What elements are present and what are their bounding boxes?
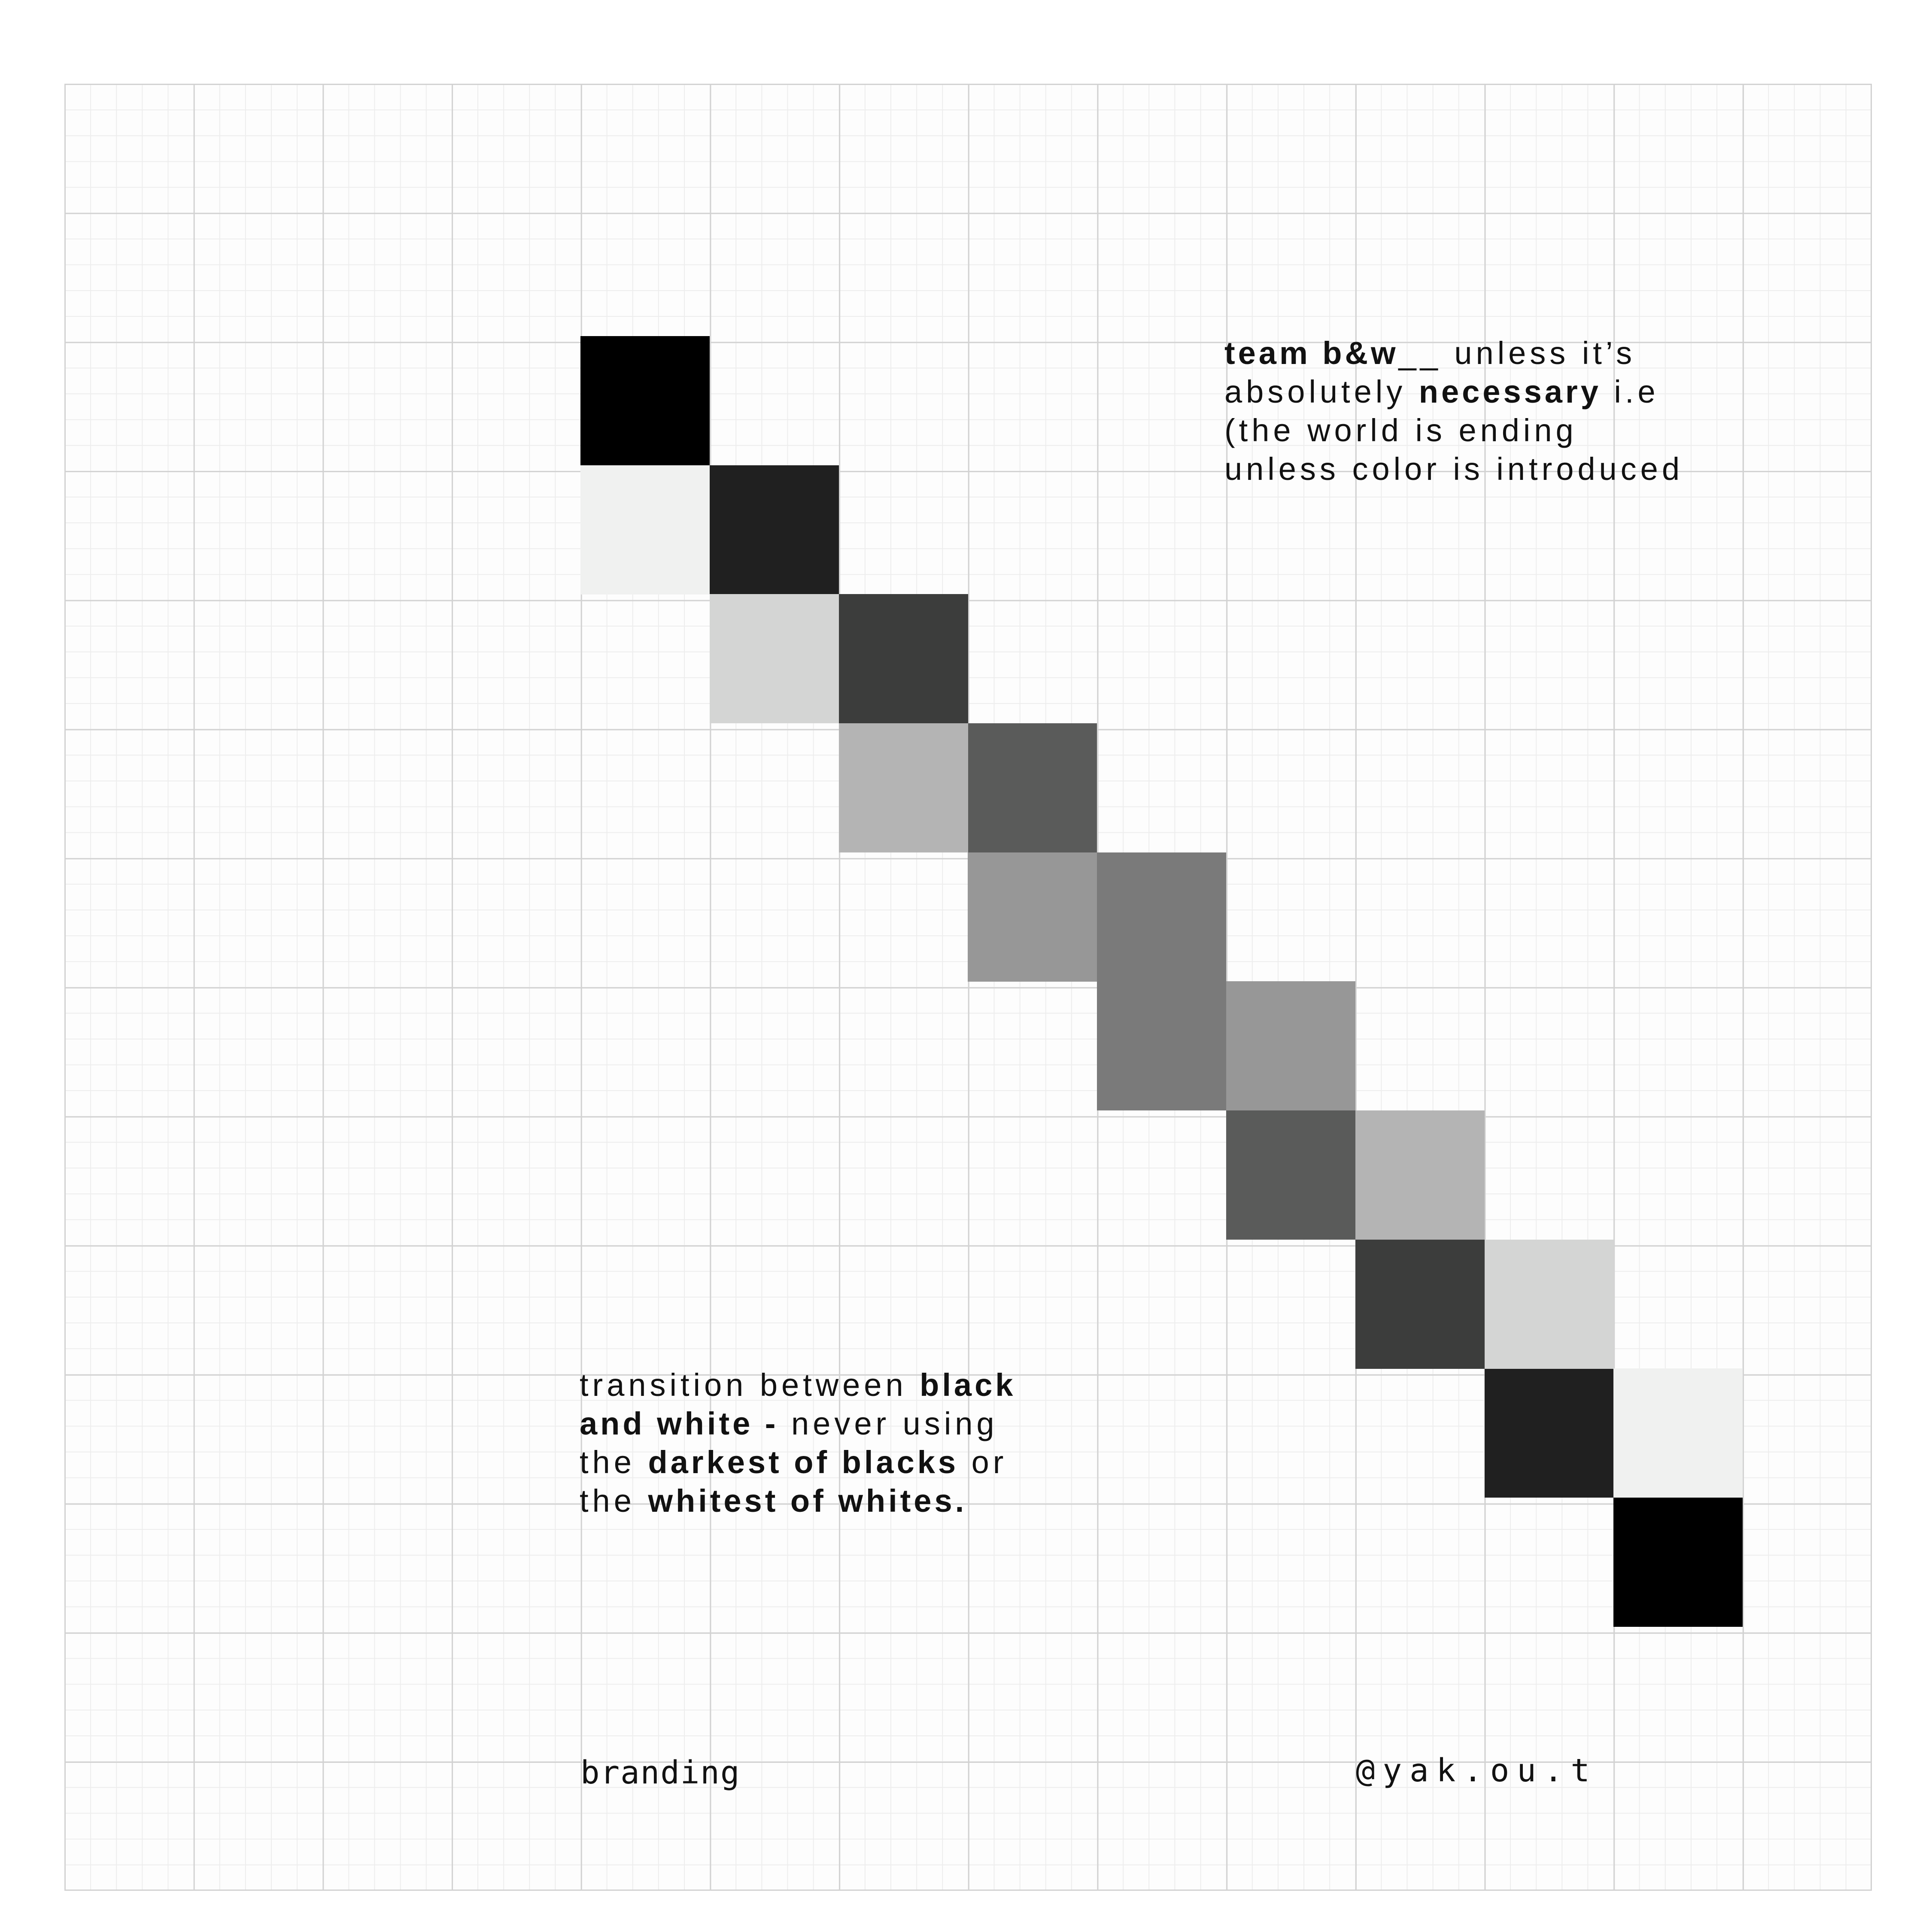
swatch-dark-8 (1355, 1240, 1485, 1369)
top-statement-line-2: absolutely necessary i.e (1224, 374, 1659, 409)
swatch-light-2 (710, 594, 839, 723)
swatch-light-6 (1355, 1110, 1485, 1240)
bottom-statement-line-3: the darkest of blacks or (580, 1444, 1008, 1480)
swatch-dark-3 (839, 594, 968, 723)
swatch-light-7 (1485, 1240, 1614, 1369)
swatch-light-1 (580, 465, 710, 594)
swatch-light-3 (839, 723, 968, 852)
bottom-statement: transition between black and white - nev… (580, 1366, 1016, 1520)
swatch-dark-6 (1097, 981, 1226, 1110)
top-statement-line-3: (the world is ending (1224, 412, 1577, 448)
swatch-dark-9 (1485, 1368, 1614, 1498)
swatch-dark-4 (968, 723, 1097, 852)
swatch-light-8 (1613, 1368, 1743, 1498)
swatch-dark-2 (710, 465, 839, 594)
swatch-dark-5 (1097, 852, 1226, 982)
swatch-light-5 (1226, 981, 1355, 1110)
top-statement-line-1: team b&w__ unless it’s (1224, 335, 1636, 371)
footer-branding-label: branding (580, 1754, 741, 1791)
footer-handle: @yak.ou.t (1356, 1752, 1598, 1789)
swatch-dark-7 (1226, 1110, 1355, 1240)
bottom-statement-line-1: transition between black (580, 1367, 1016, 1403)
swatch-dark-10 (1613, 1498, 1743, 1627)
top-statement: team b&w__ unless it’s absolutely necess… (1224, 334, 1683, 488)
grid-background (64, 84, 1872, 1891)
bottom-statement-line-4: the whitest of whites. (580, 1483, 967, 1519)
top-statement-line-4: unless color is introduced (1224, 451, 1683, 487)
swatch-light-4 (968, 852, 1097, 982)
swatch-dark-1 (580, 336, 710, 465)
bottom-statement-line-2: and white - never using (580, 1406, 998, 1441)
